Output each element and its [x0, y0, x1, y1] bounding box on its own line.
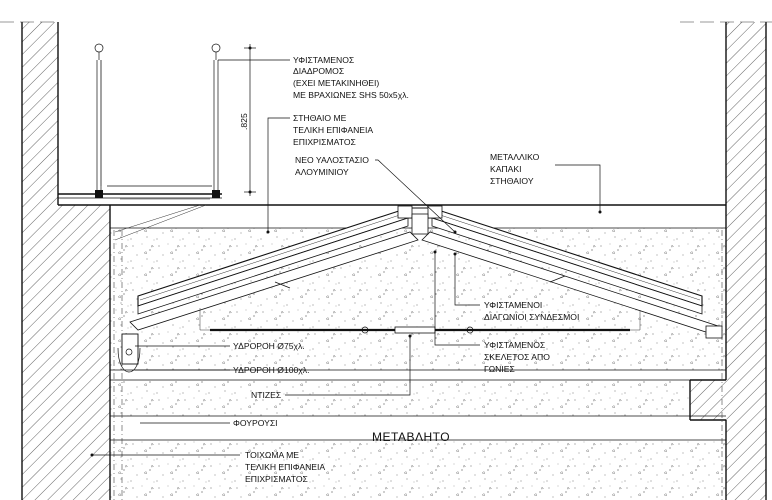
svg-text:ΣΤΗΘΑΙΟ ΜΕ: ΣΤΗΘΑΙΟ ΜΕ	[293, 113, 347, 123]
label-variable: ΜΕΤΑΒΛΗΤΟ	[372, 430, 450, 444]
label-parapet: ΣΤΗΘΑΙΟ ΜΕ ΤΕΛΙΚΗ ΕΠΙΦΑΝΕΙΑ ΕΠΙΧΡΙΣΜΑΤΟΣ	[293, 113, 373, 147]
svg-text:ΤΟΙΧΩΜΑ ΜΕ: ΤΟΙΧΩΜΑ ΜΕ	[245, 450, 299, 460]
svg-text:ΣΚΕΛΕΤΟΣ ΑΠΟ: ΣΚΕΛΕΤΟΣ ΑΠΟ	[484, 352, 550, 362]
dimension-825: .825	[239, 44, 256, 196]
svg-text:ΥΦΙΣΤΑΜΕΝΟΙ: ΥΦΙΣΤΑΜΕΝΟΙ	[484, 300, 542, 310]
label-downpipe: ΥΔΡΟΡΟΗ Ø100χλ.	[233, 365, 309, 375]
svg-text:ΔΙΑΓΩΝΙΟΙ ΣΥΝΔΕΣΜΟΙ: ΔΙΑΓΩΝΙΟΙ ΣΥΝΔΕΣΜΟΙ	[484, 312, 579, 322]
svg-text:ΓΩΝΙΕΣ: ΓΩΝΙΕΣ	[484, 364, 515, 374]
label-diagonal-bracing: ΥΦΙΣΤΑΜΕΝΟΙ ΔΙΑΓΩΝΙΟΙ ΣΥΝΔΕΣΜΟΙ	[484, 300, 579, 322]
svg-text:ΝΕΟ ΥΑΛΟΣΤΑΣΙΟ: ΝΕΟ ΥΑΛΟΣΤΑΣΙΟ	[295, 155, 369, 165]
svg-text:ΑΛΟΥΜΙΝΙΟΥ: ΑΛΟΥΜΙΝΙΟΥ	[295, 167, 349, 177]
svg-text:ΣΤΗΘΑΙΟΥ: ΣΤΗΘΑΙΟΥ	[490, 176, 534, 186]
svg-text:ΔΙΑΔΡΟΜΟΣ: ΔΙΑΔΡΟΜΟΣ	[293, 66, 344, 76]
svg-text:(ΕΧΕΙ ΜΕΤΑΚΙΝΗΘΕΙ): (ΕΧΕΙ ΜΕΤΑΚΙΝΗΘΕΙ)	[293, 78, 379, 88]
label-walkway: ΥΦΙΣΤΑΜΕΝΟΣ ΔΙΑΔΡΟΜΟΣ (ΕΧΕΙ ΜΕΤΑΚΙΝΗΘΕΙ)…	[293, 55, 409, 100]
lower-concrete	[110, 298, 726, 500]
right-wall	[689, 22, 767, 500]
left-wall	[21, 22, 111, 500]
label-tie-rods: ΝΤΙΖΕΣ	[251, 390, 281, 400]
svg-text:ΕΠΙΧΡΙΣΜΑΤΟΣ: ΕΠΙΧΡΙΣΜΑΤΟΣ	[293, 137, 356, 147]
leaders	[90, 59, 602, 457]
svg-text:ΥΦΙΣΤΑΜΕΝΟΣ: ΥΦΙΣΤΑΜΕΝΟΣ	[293, 55, 354, 65]
label-gutter: ΥΔΡΟΡΟΗ Ø75χλ.	[233, 341, 305, 351]
dimension-label: .825	[239, 113, 249, 130]
label-angle-frame: ΥΦΙΣΤΑΜΕΝΟΣ ΣΚΕΛΕΤΟΣ ΑΠΟ ΓΩΝΙΕΣ	[484, 340, 550, 374]
label-skylight: ΝΕΟ ΥΑΛΟΣΤΑΣΙΟ ΑΛΟΥΜΙΝΙΟΥ	[295, 155, 369, 177]
svg-text:ΚΑΠΑΚΙ: ΚΑΠΑΚΙ	[490, 164, 522, 174]
label-wall: ΤΟΙΧΩΜΑ ΜΕ ΤΕΛΙΚΗ ΕΠΙΦΑΝΕΙΑ ΕΠΙΧΡΙΣΜΑΤΟΣ	[245, 450, 325, 484]
svg-text:ΤΕΛΙΚΗ ΕΠΙΦΑΝΕΙΑ: ΤΕΛΙΚΗ ΕΠΙΦΑΝΕΙΑ	[293, 125, 373, 135]
aluminium-skylight	[117, 205, 723, 373]
svg-text:ΜΕΤΑΛΛΙΚΟ: ΜΕΤΑΛΛΙΚΟ	[490, 152, 540, 162]
svg-text:ΜΕ ΒΡΑΧΙΩΝΕΣ SHS 50x5χλ.: ΜΕ ΒΡΑΧΙΩΝΕΣ SHS 50x5χλ.	[293, 90, 409, 100]
label-fourousi: ΦΟΥΡΟΥΣΙ	[233, 418, 278, 428]
label-metal-cap: ΜΕΤΑΛΛΙΚΟ ΚΑΠΑΚΙ ΣΤΗΘΑΙΟΥ	[490, 152, 540, 186]
svg-text:ΥΦΙΣΤΑΜΕΝΟΣ: ΥΦΙΣΤΑΜΕΝΟΣ	[484, 340, 545, 350]
svg-text:ΕΠΙΧΡΙΣΜΑΤΟΣ: ΕΠΙΧΡΙΣΜΑΤΟΣ	[245, 474, 308, 484]
svg-text:ΤΕΛΙΚΗ ΕΠΙΦΑΝΕΙΑ: ΤΕΛΙΚΗ ΕΠΙΦΑΝΕΙΑ	[245, 462, 325, 472]
walkway-railing	[58, 43, 222, 241]
